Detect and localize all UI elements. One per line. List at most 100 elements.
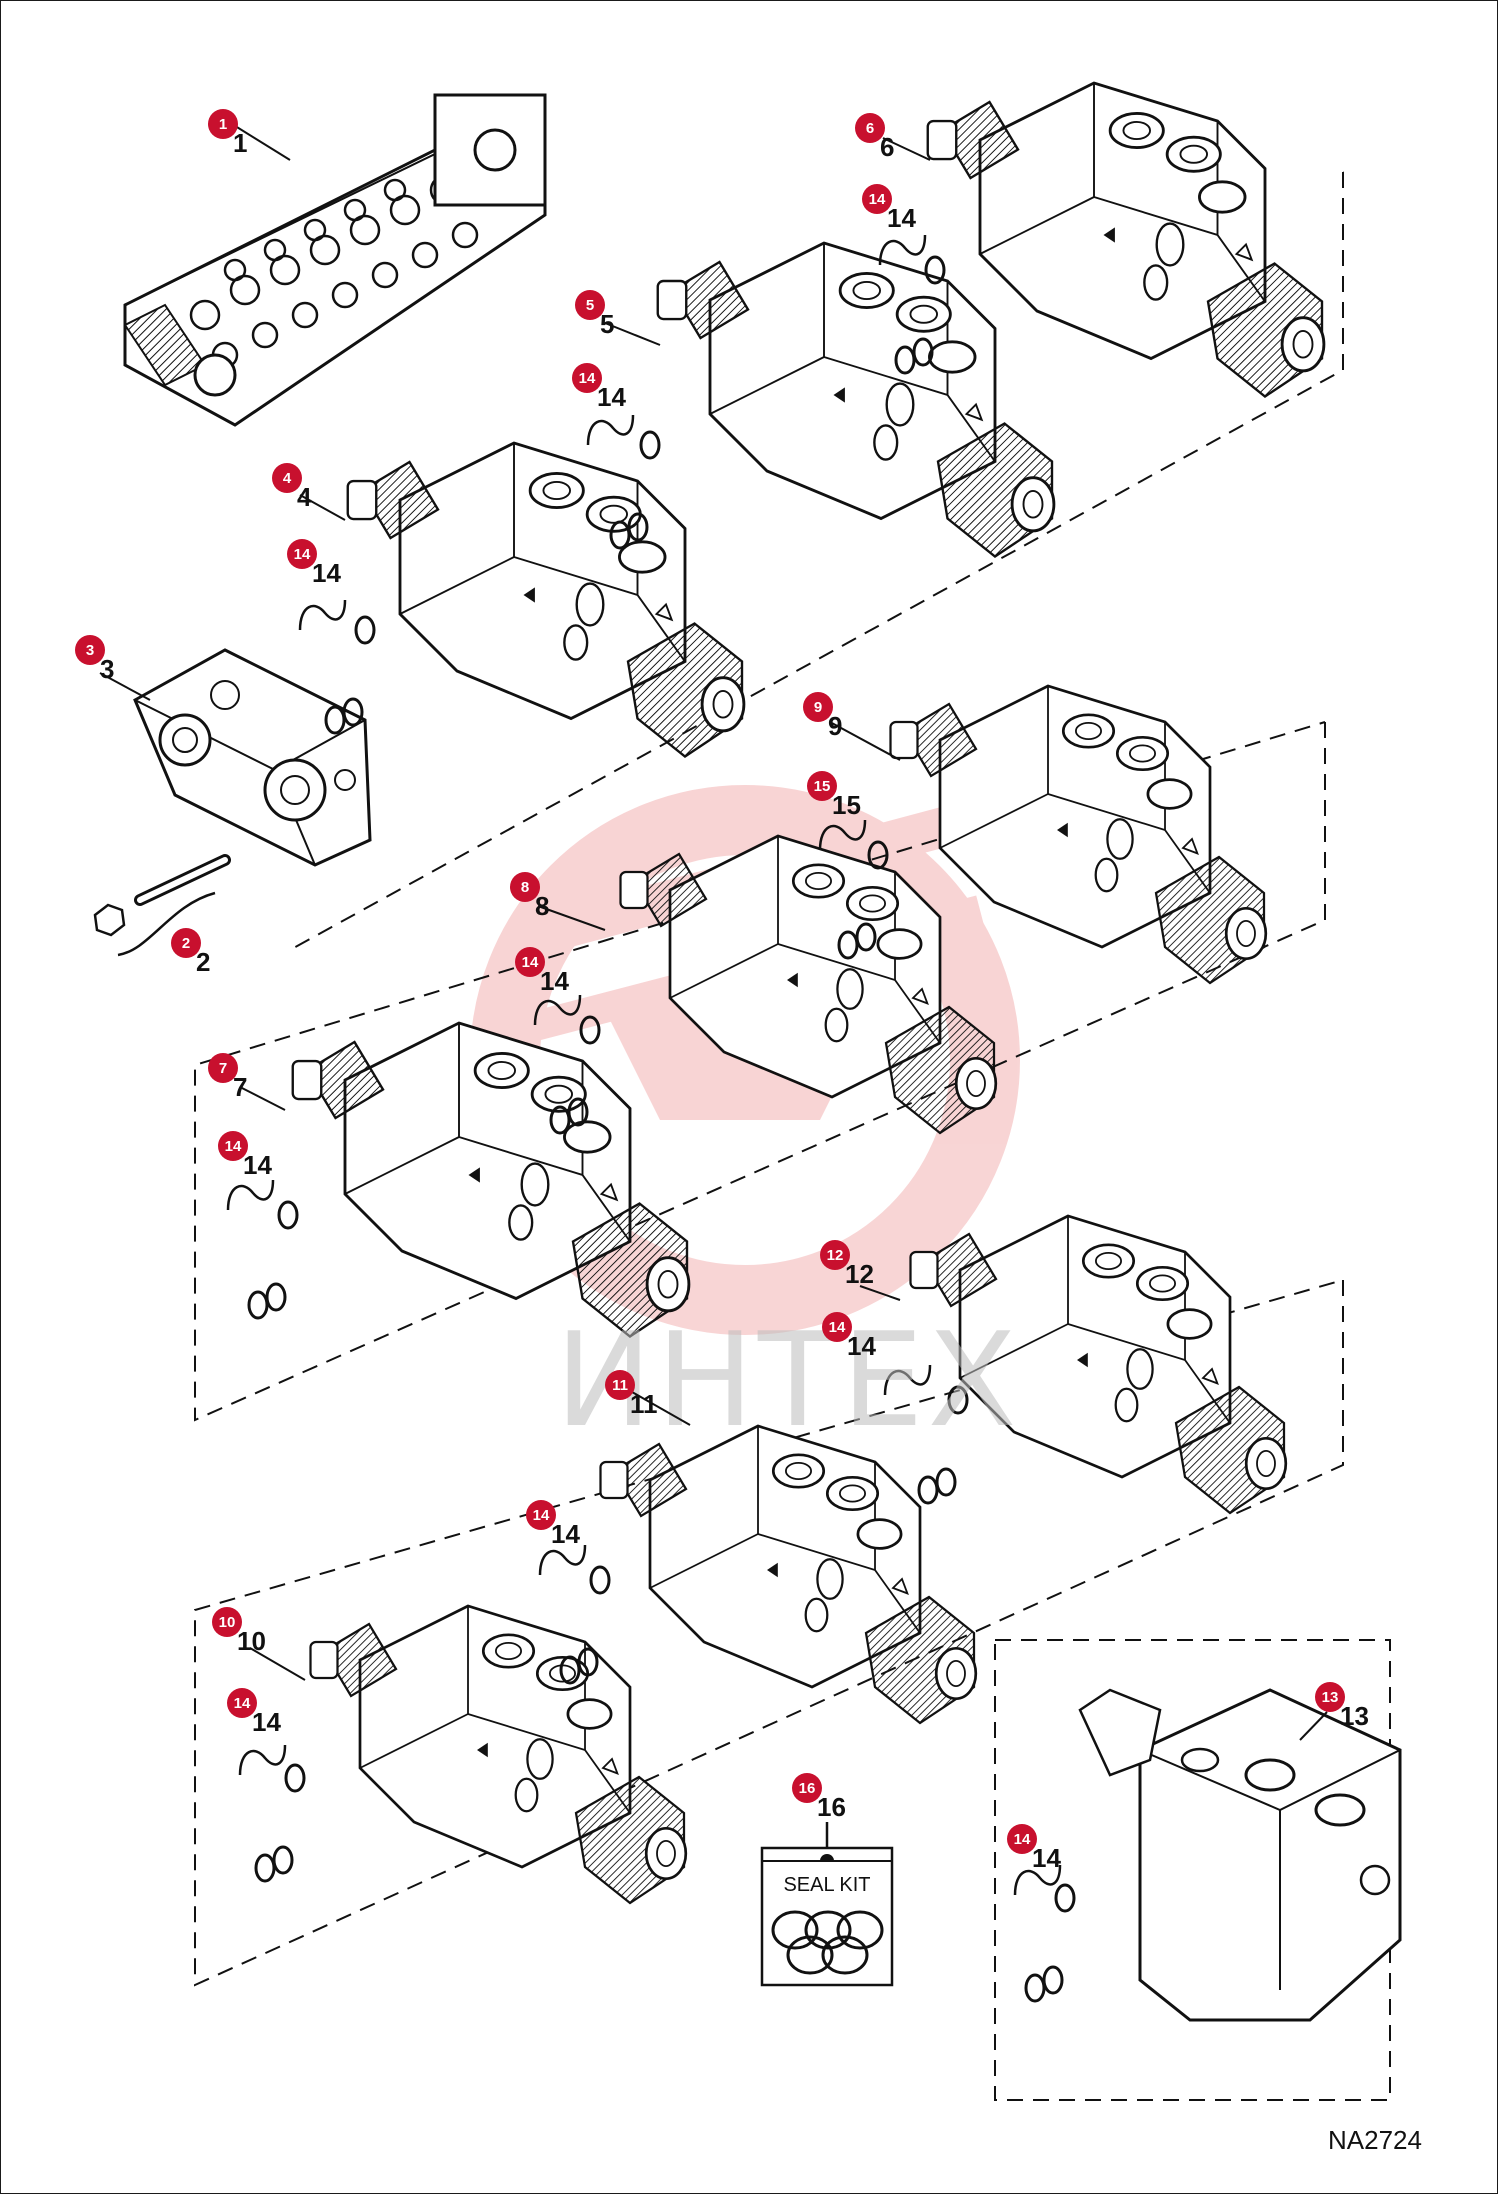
callout-circle — [208, 1053, 238, 1083]
assembly-outline-lines — [194, 172, 1391, 2101]
callout-circle — [792, 1773, 822, 1803]
callout-label: 14 — [522, 954, 539, 971]
part-number-label: 1 — [233, 128, 247, 158]
seal-kit-box: SEAL KIT — [760, 1822, 894, 1987]
callout-label: 13 — [1322, 1689, 1339, 1706]
callout-6: 66 — [855, 113, 894, 162]
callout-circle — [208, 109, 238, 139]
callout-circle — [227, 1688, 257, 1718]
callout-label: 14 — [533, 1507, 550, 1524]
part-number-label: 14 — [243, 1150, 272, 1180]
callout-label: 8 — [521, 879, 529, 896]
part-number-label: 14 — [312, 558, 341, 588]
callout-label: 14 — [234, 1695, 251, 1712]
part-number-label: 14 — [540, 966, 569, 996]
callout-label: 14 — [829, 1319, 846, 1336]
part-number-label: 3 — [100, 654, 114, 684]
callout-label: 1 — [219, 116, 227, 133]
callout-circle — [171, 928, 201, 958]
callout-label: 4 — [283, 470, 292, 487]
valve-section-item-7 — [291, 1021, 691, 1338]
part-number-label: 10 — [237, 1626, 266, 1656]
part-number-label: 14 — [887, 203, 916, 233]
valve-section-item-11 — [599, 1424, 978, 1725]
callout-label: 9 — [814, 699, 822, 716]
callout-label: 14 — [579, 370, 596, 387]
part-number-label: 9 — [828, 711, 842, 741]
callout-circle — [822, 1312, 852, 1342]
part-number-label: 2 — [196, 947, 210, 977]
callout-label: 10 — [219, 1614, 236, 1631]
part-number-label: 7 — [233, 1072, 247, 1102]
valve-assembly-item-1 — [123, 93, 547, 427]
seal-kit-label: SEAL KIT — [783, 1874, 870, 1896]
callout-2: 22 — [171, 928, 210, 977]
part-number-label: 5 — [600, 309, 614, 339]
callout-4: 44 — [272, 463, 312, 512]
part-number-label: 14 — [597, 382, 626, 412]
tie-rod-item-2 — [93, 854, 231, 957]
callout-circle — [212, 1607, 242, 1637]
callout-label: 15 — [814, 778, 831, 795]
callout-label: 3 — [86, 642, 94, 659]
callout-label: 11 — [612, 1377, 628, 1394]
callout-circle — [1315, 1682, 1345, 1712]
part-number-label: 6 — [880, 132, 894, 162]
callout-circle — [807, 771, 837, 801]
callout-circle — [515, 947, 545, 977]
callout-markers: 1122334455667788991010111112121313141414… — [75, 109, 1369, 1873]
part-number-label: 13 — [1340, 1701, 1369, 1731]
callout-label: 14 — [294, 546, 311, 563]
callout-8: 88 — [510, 872, 549, 921]
callout-label: 16 — [799, 1780, 816, 1797]
callout-5: 55 — [575, 290, 614, 339]
callout-1: 11 — [208, 109, 247, 158]
callout-circle — [575, 290, 605, 320]
callout-circle — [75, 635, 105, 665]
valve-section-item-10 — [309, 1604, 688, 1905]
part-number-label: 16 — [817, 1792, 846, 1822]
part-number-label: 4 — [297, 482, 312, 512]
callout-leaders — [99, 123, 1328, 1741]
part-number-label: 8 — [535, 891, 549, 921]
callout-circle — [510, 872, 540, 902]
part-number-label: 14 — [1032, 1843, 1061, 1873]
callout-label: 6 — [866, 120, 874, 137]
drawing-code: NA2724 — [1328, 2125, 1422, 2155]
callout-circle — [803, 692, 833, 722]
callout-label: 2 — [182, 935, 190, 952]
end-cover-item-13 — [1078, 1688, 1402, 2022]
part-number-label: 14 — [252, 1707, 281, 1737]
callout-label: 14 — [225, 1138, 242, 1155]
callout-label: 14 — [869, 191, 886, 208]
callout-label: 5 — [586, 297, 594, 314]
callout-circle — [820, 1240, 850, 1270]
callout-circle — [1007, 1824, 1037, 1854]
callout-circle — [287, 539, 317, 569]
callout-circle — [572, 363, 602, 393]
callout-label: 12 — [827, 1247, 844, 1264]
part-number-label: 15 — [832, 790, 861, 820]
callout-circle — [526, 1500, 556, 1530]
part-number-label: 11 — [630, 1389, 658, 1419]
part-number-label: 12 — [845, 1259, 874, 1289]
valve-section-item-5 — [656, 241, 1056, 558]
callout-label: 7 — [219, 1060, 227, 1077]
part-number-label: 14 — [551, 1519, 580, 1549]
callout-label: 14 — [1014, 1831, 1031, 1848]
inlet-block-item-3 — [133, 648, 372, 867]
